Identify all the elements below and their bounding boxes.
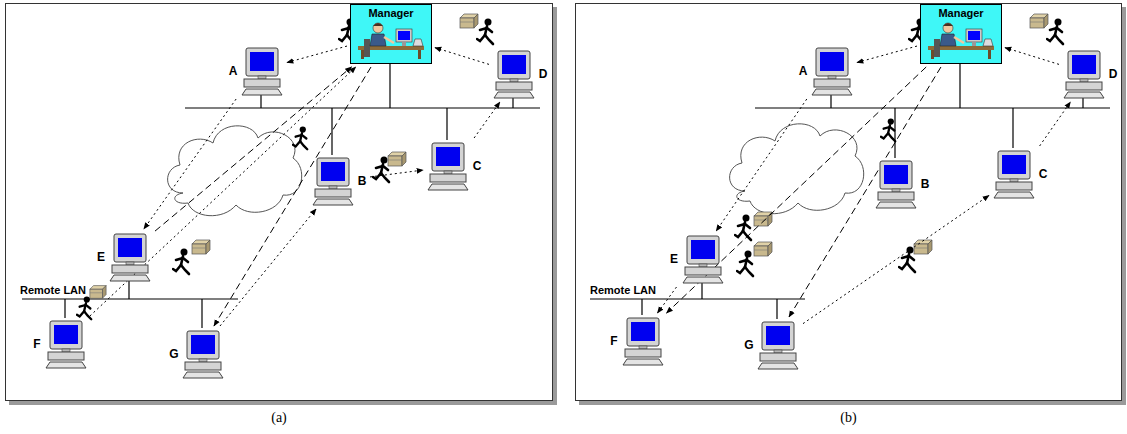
computer-host: E: [669, 234, 725, 284]
host-letter: G: [169, 347, 179, 361]
agent-route: [214, 67, 371, 326]
host-letter: D: [1108, 67, 1118, 81]
agent-route: [474, 102, 500, 138]
computer-icon: [492, 49, 536, 99]
computer-icon: [426, 141, 470, 191]
computer-icon: [181, 329, 225, 379]
host-letter: B: [357, 174, 367, 188]
computer-host: F: [32, 319, 88, 369]
agent-route: [1040, 102, 1071, 146]
computer-icon: [311, 156, 355, 206]
network-cloud: [168, 126, 302, 216]
computer-host: A: [798, 46, 854, 96]
figure-panel: (a)ManagerABCDEFG: [5, 3, 553, 401]
computer-host: B: [311, 156, 367, 206]
agent-route: [857, 46, 917, 62]
manager-picture: [356, 19, 426, 59]
network-cloud: [730, 124, 864, 214]
agent-route: [803, 195, 989, 323]
host-letter: F: [32, 337, 42, 351]
computer-host: G: [744, 320, 800, 370]
agent-route: [287, 46, 347, 62]
host-letter: G: [744, 338, 754, 352]
computer-icon: [108, 232, 152, 282]
manager-station: Manager: [350, 4, 432, 64]
host-letter: C: [472, 159, 482, 173]
network-label: Remote LAN: [18, 284, 88, 296]
computer-host: F: [609, 316, 665, 366]
agent-route: [220, 209, 316, 326]
computer-icon: [621, 316, 665, 366]
computer-host: C: [992, 149, 1048, 199]
computer-host: A: [228, 46, 284, 96]
agent-route: [667, 67, 927, 313]
manager-station: Manager: [920, 4, 1002, 64]
lan-wires: [590, 63, 1110, 319]
figure-panel: (b)ManagerABCDEFG: [575, 3, 1122, 401]
mobile-agents: [77, 14, 1063, 319]
node-label: Manager: [368, 7, 413, 19]
computer-icon: [810, 46, 854, 96]
agent-route: [435, 48, 489, 65]
computer-icon: [44, 319, 88, 369]
network-label: Remote LAN: [588, 284, 658, 296]
host-letter: E: [669, 252, 679, 266]
computer-icon: [756, 320, 800, 370]
host-letter: F: [609, 334, 619, 348]
computer-host: G: [169, 329, 225, 379]
panel-caption: (b): [576, 410, 1121, 426]
host-letter: A: [228, 64, 238, 78]
agent-route: [144, 99, 236, 229]
agent-route: [1005, 48, 1059, 65]
computer-host: D: [492, 49, 548, 99]
host-letter: C: [1038, 167, 1048, 181]
lan-wires: [22, 63, 540, 328]
computer-host: E: [96, 232, 152, 282]
computer-host: B: [874, 159, 930, 209]
agent-route: [657, 287, 676, 313]
agent-route: [370, 170, 423, 177]
host-letter: E: [96, 250, 106, 264]
computer-icon: [681, 234, 725, 284]
host-letter: D: [538, 67, 548, 81]
computer-icon: [992, 149, 1036, 199]
computer-host: D: [1062, 49, 1118, 99]
agent-route: [789, 67, 941, 317]
computer-host: C: [426, 141, 482, 191]
host-letter: B: [920, 177, 930, 191]
manager-picture: [926, 19, 996, 59]
host-letter: A: [798, 64, 808, 78]
computer-icon: [1062, 49, 1106, 99]
computer-icon: [874, 159, 918, 209]
computer-icon: [240, 46, 284, 96]
agent-route: [90, 67, 356, 316]
panel-caption: (a): [6, 410, 552, 426]
node-label: Manager: [938, 7, 983, 19]
agent-route: [716, 99, 807, 231]
